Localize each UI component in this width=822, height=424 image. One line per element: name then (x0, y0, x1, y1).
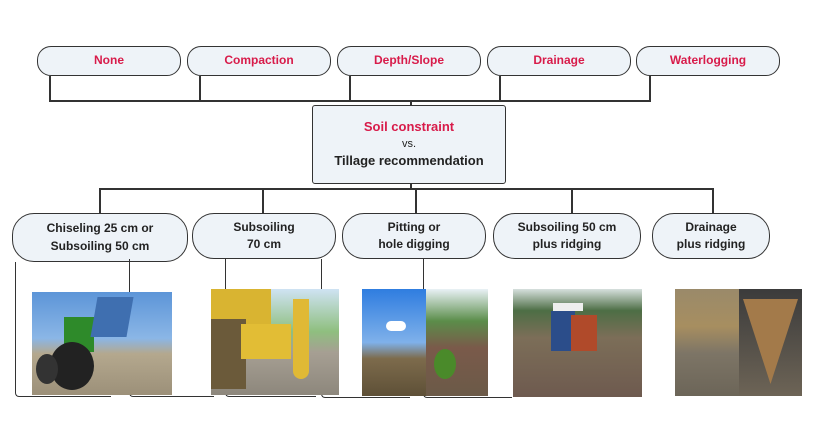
photo-excavator-pits (362, 289, 488, 396)
constraint-drainage: Drainage (487, 46, 631, 76)
recommendation-pitting: Pitting or hole digging (342, 213, 486, 259)
rec-line: Subsoiling 50 cm (517, 219, 617, 234)
connector (262, 188, 264, 214)
constraint-depth-slope: Depth/Slope (337, 46, 481, 76)
connector (349, 76, 351, 101)
photo-drainage-plough (675, 289, 802, 396)
recommendation-subsoiling-70: Subsoiling 70 cm (192, 213, 336, 259)
connector (49, 76, 51, 101)
connector (649, 76, 651, 101)
photo-tractor (32, 292, 172, 395)
recommendation-subsoiling-ridging: Subsoiling 50 cm plus ridging (493, 213, 641, 259)
rec-line: Pitting or (387, 219, 441, 234)
constraint-label: Drainage (533, 53, 585, 68)
rec-line: plus ridging (676, 237, 746, 251)
connector (49, 100, 651, 102)
rec-line: 70 cm (246, 237, 282, 251)
recommendation-chiseling: Chiseling 25 cm or Subsoiling 50 cm (12, 213, 188, 262)
connector (571, 188, 573, 214)
rec-line: Subsoiling 50 cm (50, 238, 150, 253)
rec-line: Chiseling 25 cm or (46, 221, 154, 236)
constraint-compaction: Compaction (187, 46, 331, 76)
photo-ridging-tractor (513, 289, 642, 397)
center-vs: vs. (401, 137, 417, 150)
connector (415, 188, 417, 214)
connector (410, 100, 412, 106)
rec-line: Subsoiling (233, 219, 295, 234)
rec-line: Drainage (685, 219, 737, 234)
constraint-label: Compaction (224, 53, 294, 68)
bracket (15, 262, 111, 397)
constraint-label: Waterlogging (669, 53, 747, 68)
constraint-label: Depth/Slope (373, 53, 444, 68)
photo-bulldozer (211, 289, 339, 395)
connector (499, 76, 501, 101)
center-subtitle: Tillage recommendation (334, 153, 484, 169)
center-title: Soil constraint (363, 118, 455, 134)
connector (410, 184, 412, 189)
constraint-waterlogging: Waterlogging (636, 46, 780, 76)
rec-line: hole digging (378, 237, 450, 251)
rec-line: plus ridging (532, 237, 602, 251)
constraint-none: None (37, 46, 181, 76)
connector (99, 188, 101, 214)
recommendation-drainage-ridging: Drainage plus ridging (652, 213, 770, 259)
center-box: Soil constraint vs. Tillage recommendati… (312, 105, 506, 184)
connector (712, 188, 714, 214)
connector (99, 188, 714, 190)
constraint-label: None (94, 53, 124, 68)
connector (199, 76, 201, 101)
